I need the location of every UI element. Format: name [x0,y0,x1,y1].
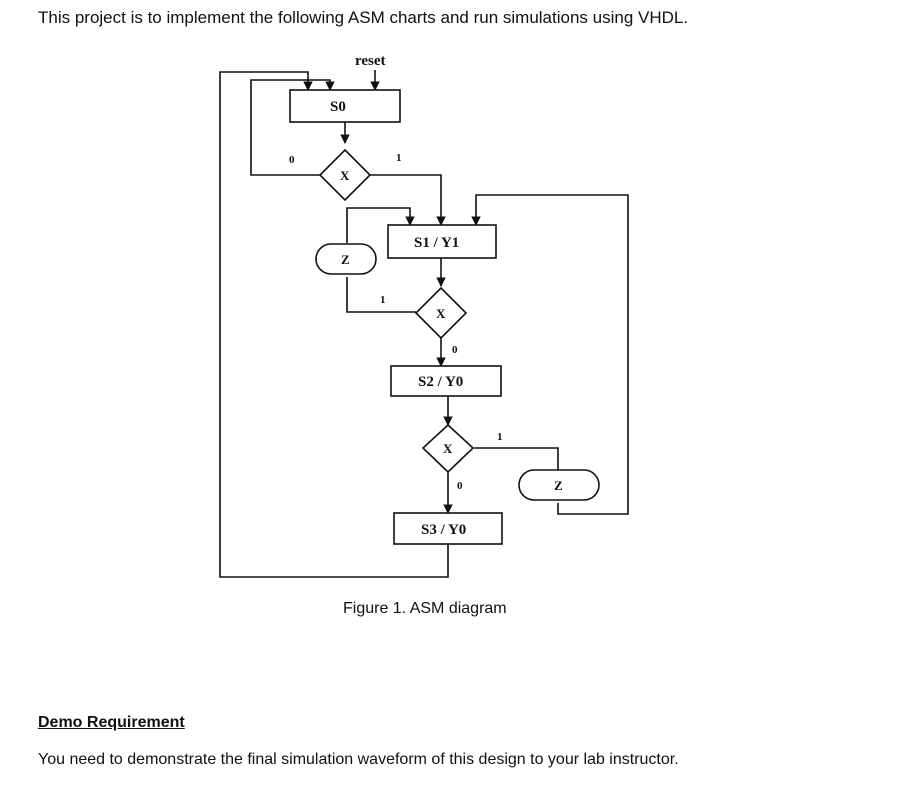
d2-zero-label: 0 [452,344,458,356]
output-z2 [518,469,600,501]
state-s1-label: S1 / Y1 [414,235,459,251]
figure-caption: Figure 1. ASM diagram [343,600,507,617]
reset-label: reset [355,53,386,69]
state-s1-box [387,224,497,259]
state-s2-label: S2 / Y0 [418,374,463,390]
edge-d3-one [474,447,559,470]
intro-text: This project is to implement the followi… [38,8,689,27]
output-z1 [315,243,377,275]
decision-3-label: X [443,441,453,456]
output-z2-label: Z [554,478,563,493]
demo-heading: Demo Requirement [38,714,185,731]
state-s3-box [393,512,503,545]
edge-d1-one [370,174,446,226]
state-s2-box [390,365,502,397]
edge-d1-zero [250,79,335,176]
output-z1-label: Z [341,252,350,267]
d1-one-label: 1 [396,152,402,164]
state-s0-label: S0 [330,99,346,115]
state-s0-box [289,89,401,123]
decision-1 [318,148,372,202]
loop-s3-to-s0 [219,71,449,578]
demo-text: You need to demonstrate the final simula… [38,751,679,768]
state-s3-label: S3 / Y0 [421,522,466,538]
asm-diagram: reset S0 X 0 1 S1 / Y1 Z X 1 0 S2 / Y0 X… [219,53,629,578]
decision-2-label: X [436,306,446,321]
d3-zero-label: 0 [457,480,463,492]
d1-zero-label: 0 [289,154,295,166]
decision-2 [414,286,468,340]
d2-one-label: 1 [380,294,386,306]
edge-z2-s1 [471,194,629,515]
decision-3 [421,423,475,474]
edge-z1-s1 [346,207,415,243]
d3-one-label: 1 [497,431,503,443]
edge-d2-one [346,277,416,313]
decision-1-label: X [340,168,350,183]
